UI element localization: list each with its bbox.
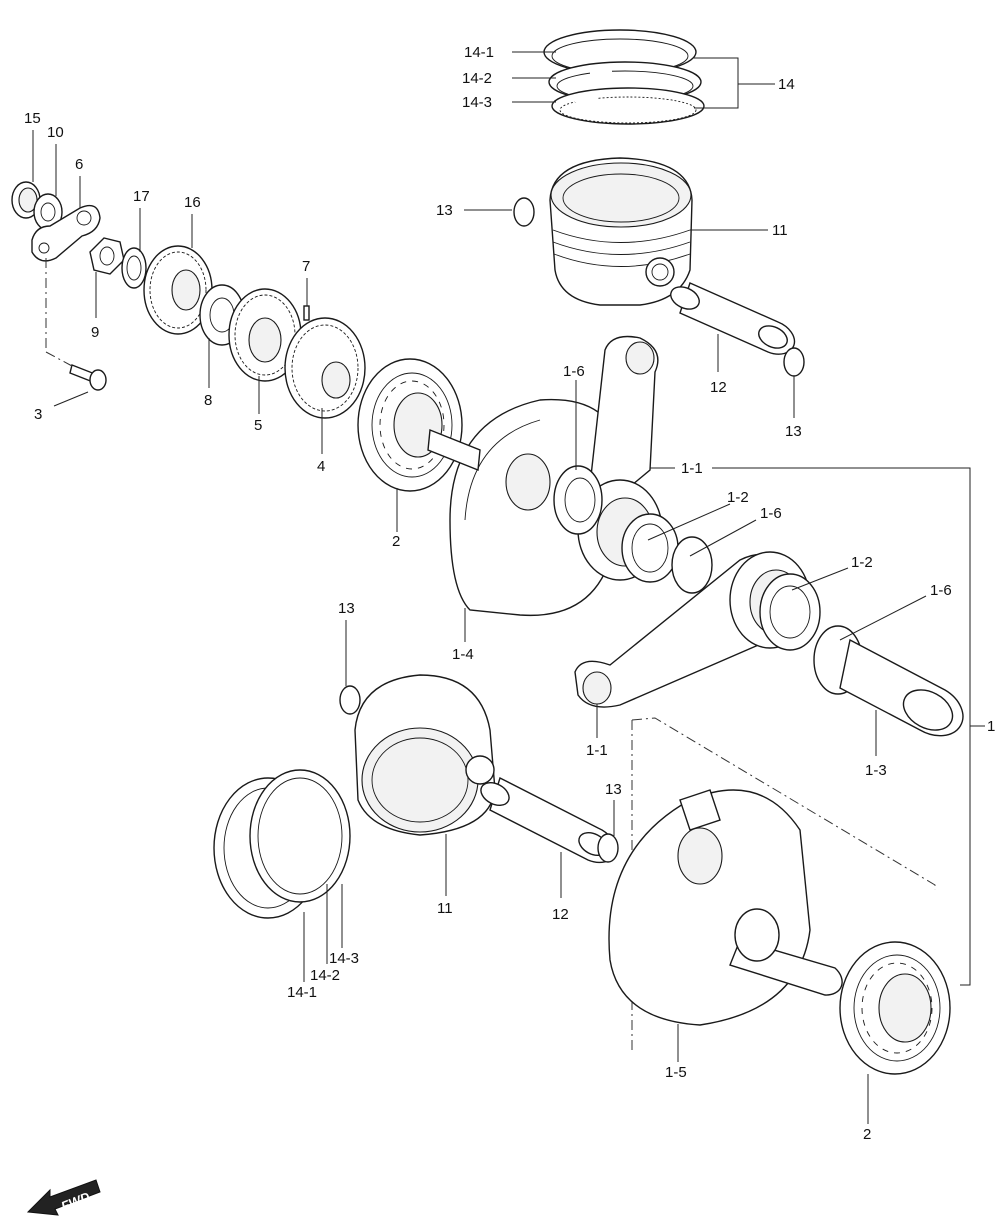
label-1-2-a: 1-2: [727, 489, 749, 506]
label-1-3: 1-3: [865, 762, 887, 779]
label-1: 1: [987, 718, 995, 735]
label-16: 16: [184, 194, 201, 211]
label-1-1-a: 1-1: [681, 460, 703, 477]
screw-3: [69, 364, 107, 391]
label-14-top: 14: [778, 76, 795, 93]
label-13-a: 13: [436, 202, 453, 219]
label-2-bottom: 2: [863, 1126, 871, 1143]
label-1-6-c: 1-6: [930, 582, 952, 599]
piston-pin-bottom: [480, 776, 617, 864]
label-14-3-bottom: 14-3: [329, 950, 359, 967]
piston-rings-bottom: [213, 769, 351, 919]
label-11-bottom: 11: [437, 900, 453, 917]
label-13-b: 13: [785, 423, 802, 440]
crank-half-left: [427, 398, 621, 617]
needle-bearing-a: [621, 513, 679, 583]
label-1-1-b: 1-1: [586, 742, 608, 759]
label-1-6-a: 1-6: [563, 363, 585, 380]
label-14-3-top: 14-3: [462, 94, 492, 111]
label-4: 4: [317, 458, 325, 475]
label-13-c: 13: [338, 600, 355, 617]
needle-bearing-b: [759, 573, 821, 651]
circlip-a: [513, 197, 535, 227]
label-1-2-b: 1-2: [851, 554, 873, 571]
label-12-top: 12: [710, 379, 727, 396]
circlip-b: [783, 347, 805, 377]
label-8: 8: [204, 392, 212, 409]
gear-4: [284, 317, 366, 419]
bearing-bottom: [839, 941, 951, 1075]
label-12-bottom: 12: [552, 906, 569, 923]
piston-pin-top: [670, 282, 796, 355]
fwd-arrow-icon: FWD: [26, 1179, 101, 1216]
label-14-1-bottom: 14-1: [287, 984, 317, 1001]
label-1-5: 1-5: [665, 1064, 687, 1081]
label-17: 17: [133, 188, 150, 205]
gear-16: [143, 245, 213, 335]
crank-half-right: [608, 789, 843, 1026]
piston-bottom: [354, 674, 496, 836]
key-7: [303, 305, 310, 321]
label-10: 10: [47, 124, 64, 141]
label-14-2-top: 14-2: [462, 70, 492, 87]
label-14-2-bottom: 14-2: [310, 967, 340, 984]
label-1-6-b: 1-6: [760, 505, 782, 522]
thrust-washer-b: [671, 536, 713, 594]
label-13-d: 13: [605, 781, 622, 798]
label-6: 6: [75, 156, 83, 173]
label-2-top: 2: [392, 533, 400, 550]
label-9: 9: [91, 324, 99, 341]
piston-top: [549, 157, 693, 306]
bearing-top: [357, 358, 463, 492]
label-15: 15: [24, 110, 41, 127]
piston-rings-top: [543, 29, 705, 125]
label-1-4: 1-4: [452, 646, 474, 663]
circlip-c: [339, 685, 361, 715]
label-14-1-top: 14-1: [464, 44, 494, 61]
crank-pin: [839, 638, 964, 737]
circlip-d: [597, 833, 619, 863]
left-stack-parts: [11, 181, 147, 289]
label-11-top: 11: [772, 222, 788, 239]
part-labels: 14-1 14-2 14-3 14 15 10 6 17 16 7 9 8 5 …: [24, 44, 995, 1143]
label-5: 5: [254, 417, 262, 434]
gear-5: [228, 288, 302, 382]
leader-lines: [32, 51, 985, 1124]
label-3: 3: [34, 406, 42, 423]
label-7: 7: [302, 258, 310, 275]
